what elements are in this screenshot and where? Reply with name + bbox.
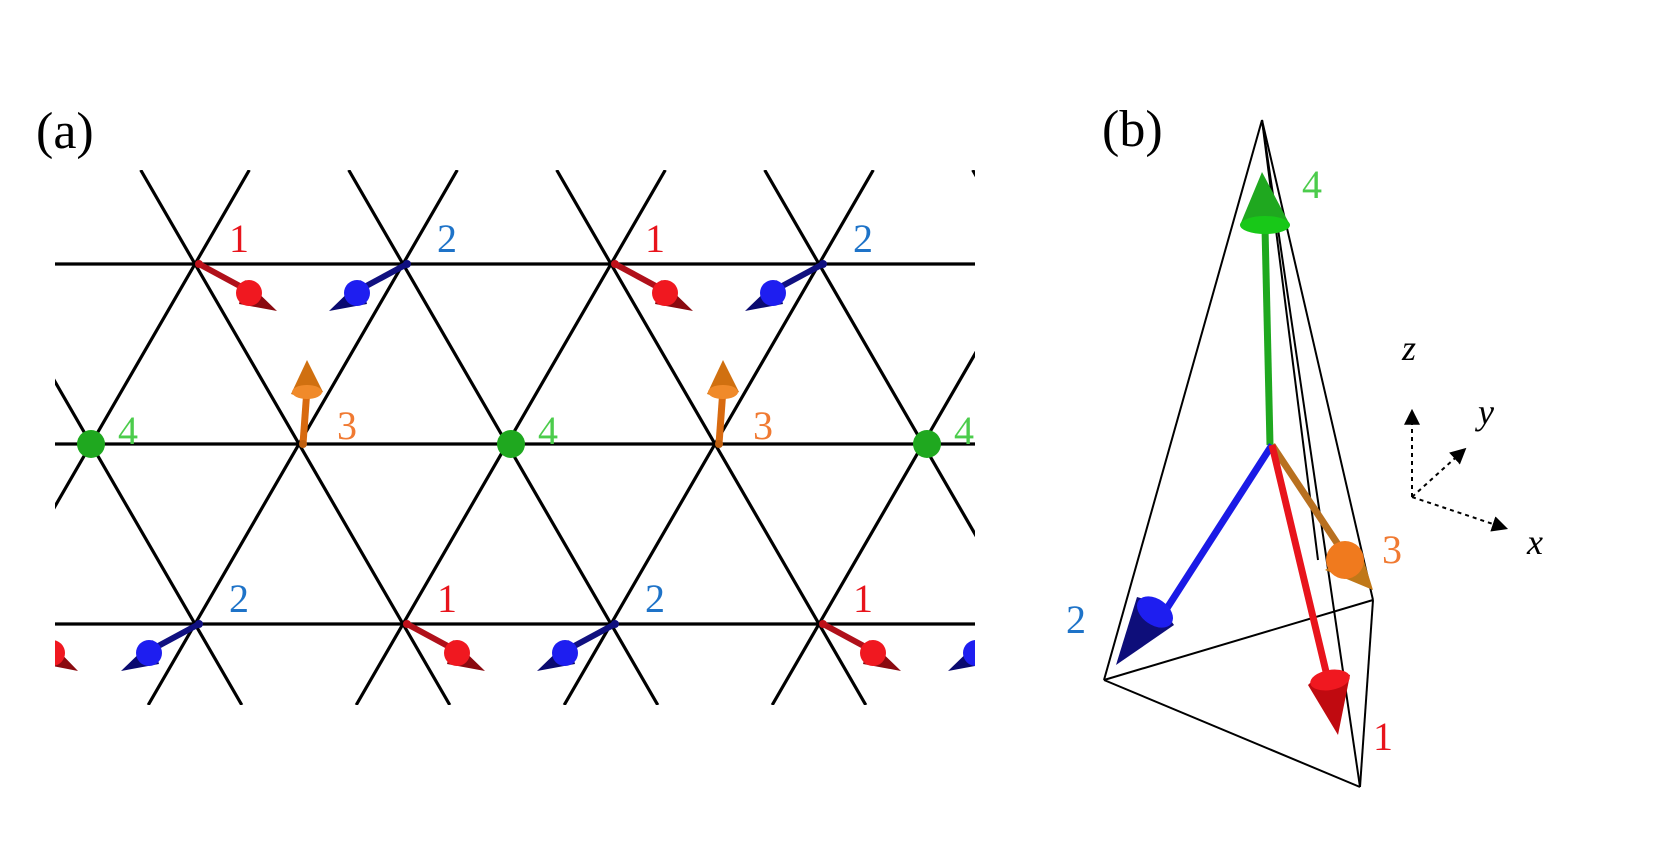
axis-y-label: y: [1475, 392, 1494, 432]
spin-4-dot: [77, 430, 105, 458]
coordinate-axes: z y x: [1401, 328, 1543, 562]
site-label-1: 1: [229, 216, 249, 261]
site-label-3: 3: [753, 403, 773, 448]
axis-x-label: x: [1526, 522, 1543, 562]
tetra-label-2: 2: [1066, 597, 1086, 642]
site-label-2: 2: [853, 216, 873, 261]
tetra-spin-4-arrow: [1240, 172, 1290, 446]
site-label-2: 2: [437, 216, 457, 261]
spin-1-partial: [55, 647, 78, 671]
spin-3-arrow: [291, 360, 323, 448]
spin-2-arrow: [745, 260, 827, 311]
site-label-4: 4: [538, 408, 558, 453]
tetra-label-1: 1: [1373, 714, 1393, 759]
edge-partial-spins: [55, 640, 975, 671]
tetra-label-4: 4: [1302, 162, 1322, 207]
site-label-4: 4: [954, 408, 974, 453]
tetra-spin-3-arrow: [1269, 443, 1373, 590]
spin-2-partial-head: [963, 640, 975, 666]
axis-z-label: z: [1401, 328, 1416, 368]
site-label-4: 4: [118, 408, 138, 453]
site-label-2: 2: [229, 576, 249, 621]
spin-3-arrow: [707, 360, 739, 448]
tetra-label-3: 3: [1382, 527, 1402, 572]
spin-1-partial-head: [55, 640, 65, 666]
tetra-spin-2-arrow: [1116, 443, 1275, 665]
spin-1-arrow: [819, 620, 901, 671]
spin-1-arrow: [195, 260, 277, 311]
panel-b-label: (b): [1102, 101, 1163, 158]
site-label-1: 1: [437, 576, 457, 621]
lattice-spins: 1 2 1 2 4 3 4 3 4 2 1 2 1: [55, 216, 975, 671]
tetra-spin-1-arrow: [1268, 444, 1350, 735]
spin-4-dot: [497, 430, 525, 458]
site-label-2: 2: [645, 576, 665, 621]
spin-1-arrow: [403, 620, 485, 671]
site-label-1: 1: [645, 216, 665, 261]
site-label-1: 1: [853, 576, 873, 621]
spin-1-arrow: [611, 260, 693, 311]
panel-a-label: (a): [36, 103, 94, 160]
spin-2-arrow: [329, 260, 411, 311]
spin-2-arrow: [537, 620, 619, 671]
site-label-3: 3: [337, 403, 357, 448]
spin-4-dot: [913, 430, 941, 458]
spin-2-arrow: [121, 620, 203, 671]
